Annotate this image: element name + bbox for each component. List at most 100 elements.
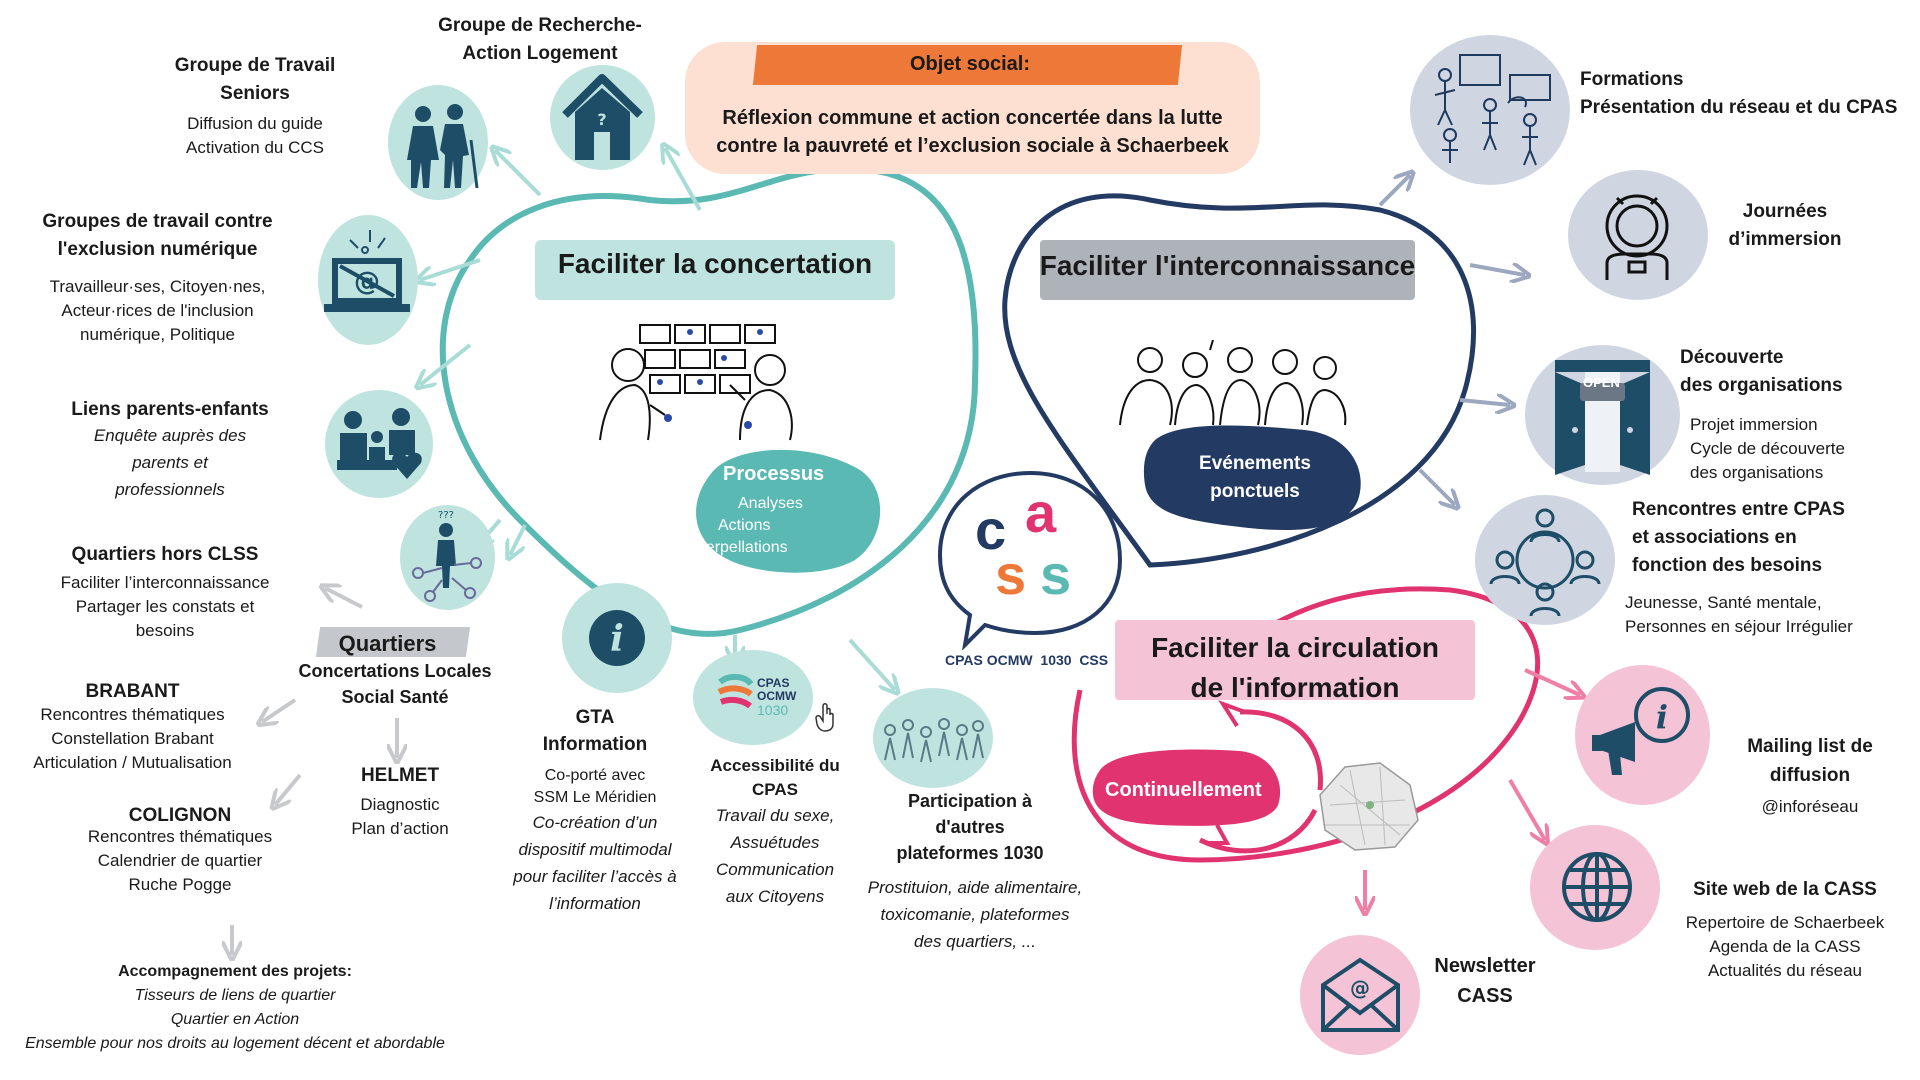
map-cycle-arrow-bottom <box>1198 808 1318 854</box>
brabant-item-2: Articulation / Mutualisation <box>33 753 232 772</box>
access-italic-2: Communication <box>715 860 835 879</box>
platforms-italic-2: des quartiers, ... <box>914 932 1036 951</box>
people-circle-icon <box>1489 508 1601 617</box>
circulation-title-band <box>1115 620 1475 700</box>
objet-social-line1: Réflexion commune et action concertée da… <box>722 107 1223 129</box>
formations-line1: Formations <box>1580 69 1684 90</box>
seniors-item-0: Diffusion du guide <box>187 114 323 133</box>
gta-item-0: Co-porté avec <box>544 767 646 784</box>
platforms-italic-0: Prostituion, aide alimentaire, <box>867 878 1083 897</box>
email-envelope-icon: @ <box>1321 957 1400 1032</box>
parents-item-2: professionnels <box>115 480 225 499</box>
processus-blob <box>696 449 881 573</box>
continuellement-badge: Continuellement <box>1105 779 1262 801</box>
accomp-item-2: Ensemble pour nos droits au logement déc… <box>25 1035 445 1052</box>
quartiers-hors-title: Quartiers hors CLSS <box>71 544 259 565</box>
mailing-title-line2: diffusion <box>1769 765 1851 786</box>
formations-line2: Présentation du réseau et du CPAS <box>1580 97 1898 118</box>
cass-letter-c: c <box>975 498 1007 561</box>
cpas-logo-line3: 1030 <box>757 702 789 718</box>
cpas-logo-icon <box>717 674 754 709</box>
cass-letter-s1: s <box>995 543 1027 606</box>
mailing-sub: @inforéseau <box>1761 797 1859 816</box>
access-italic-3: aux Citoyens <box>725 887 825 906</box>
continuellement-blob <box>1092 749 1281 826</box>
helmet-item-1: Plan d’action <box>351 819 449 838</box>
site-title: Site web de la CASS <box>1693 879 1877 900</box>
quartiers-hors-item-0: Faciliter l’interconnaissance <box>60 573 270 592</box>
brabant-item-1: Constellation Brabant <box>51 729 214 748</box>
elderly-couple-icon <box>407 104 479 189</box>
group-people-sketch-icon <box>1119 340 1347 426</box>
immersion-line2: d’immersion <box>1728 229 1842 250</box>
decouverte-item-1: Cycle de découverte <box>1690 439 1845 458</box>
open-door-icon <box>1555 360 1650 475</box>
evenements-line2: ponctuels <box>1210 481 1300 502</box>
decouverte-title-line1: Découverte <box>1680 347 1784 368</box>
accomp-item-1: Quartier en Action <box>170 1011 300 1028</box>
processus-item-actions: Actions <box>718 517 771 534</box>
rencontres-title-line1: Rencontres entre CPAS <box>1632 499 1845 520</box>
gta-italic-2: pour faciliter l’accès à <box>513 867 677 886</box>
globe-icon <box>1562 852 1632 922</box>
processus-item-analyses: Analyses <box>738 495 803 512</box>
house-question-icon: ? <box>562 74 643 160</box>
quartiers-hors-item-2: besoins <box>135 621 195 640</box>
mailing-title-line1: Mailing list de <box>1747 736 1873 757</box>
platforms-italic-1: toxicomanie, plateformes <box>880 905 1070 924</box>
circulation-title-line1: Faciliter la circulation <box>1151 632 1439 663</box>
objet-social-title: Objet social: <box>909 53 1031 75</box>
megaphone-info-icon: i <box>1592 687 1690 775</box>
access-italic-1: Assuétudes <box>730 833 820 852</box>
svg-text:i: i <box>610 618 624 660</box>
processus-item-interpellations: Interpellations <box>688 539 788 556</box>
gta-title-line2: Information <box>542 734 648 755</box>
rencontres-title-line2: et associations en <box>1632 527 1797 548</box>
helmet-title: HELMET <box>360 765 440 786</box>
classroom-sketch-icon <box>1434 54 1551 166</box>
interconnaissance-title: Faciliter l'interconnaissance <box>1039 250 1416 281</box>
access-title-line1: Accessibilité du <box>710 756 840 775</box>
parents-title: Liens parents-enfants <box>71 399 269 420</box>
numerique-item-0: Travailleur·ses, Citoyen·nes, <box>49 277 266 296</box>
cass-caption: CPAS OCMW 1030 CSS <box>945 652 1109 668</box>
interconnaissance-loop <box>1002 193 1477 568</box>
colignon-title: COLIGNON <box>128 805 232 826</box>
quartiers-title: Quartiers <box>338 631 437 656</box>
circulation-loop <box>1071 586 1540 863</box>
newsletter-line2: CASS <box>1457 985 1513 1007</box>
concertation-loop <box>439 165 979 637</box>
gta-italic-1: dispositif multimodal <box>518 840 672 859</box>
platforms-title-line3: plateformes 1030 <box>896 843 1044 863</box>
circulation-title-line2: de l'information <box>1190 672 1400 703</box>
quartiers-sub-line1: Concertations Locales <box>298 661 492 681</box>
quartiers-hors-item-1: Partager les constats et <box>75 597 255 616</box>
seniors-item-1: Activation du CCS <box>186 138 324 157</box>
platforms-title-line2: d'autres <box>935 817 1005 837</box>
immersion-line1: Journées <box>1742 201 1828 222</box>
svg-text:???: ??? <box>438 510 454 521</box>
numerique-title-line1: Groupes de travail contre <box>42 211 273 232</box>
accomp-title: Accompagnement des projets: <box>118 963 352 980</box>
person-network-icon: ??? <box>412 510 482 602</box>
gta-item-1: SSM Le Méridien <box>533 789 657 806</box>
cpas-logo-circle <box>693 650 813 745</box>
laptop-no-at-icon: @ <box>324 230 410 312</box>
access-title-line2: CPAS <box>752 780 798 799</box>
schaerbeek-map-icon <box>1319 762 1419 851</box>
map-cycle-arrow-top <box>1239 709 1323 791</box>
interconnaissance-title-band <box>1040 240 1415 300</box>
quartiers-sub-line2: Social Santé <box>341 687 449 707</box>
gta-italic-3: l’information <box>549 894 641 913</box>
newsletter-line1: Newsletter <box>1434 955 1536 977</box>
grl-line2: Action Logement <box>462 43 618 64</box>
site-item-1: Agenda de la CASS <box>1709 937 1861 956</box>
site-item-0: Repertoire de Schaerbeek <box>1685 913 1885 932</box>
immersion-icon-circle <box>1568 170 1708 300</box>
evenements-blob <box>1143 425 1361 531</box>
colignon-item-2: Ruche Pogge <box>128 875 232 894</box>
numerique-item-1: Acteur·rices de l'inclusion <box>61 301 254 320</box>
svg-text:i: i <box>1656 698 1668 736</box>
decouverte-title-line2: des organisations <box>1680 375 1843 396</box>
colignon-item-0: Rencontres thématiques <box>87 827 273 846</box>
